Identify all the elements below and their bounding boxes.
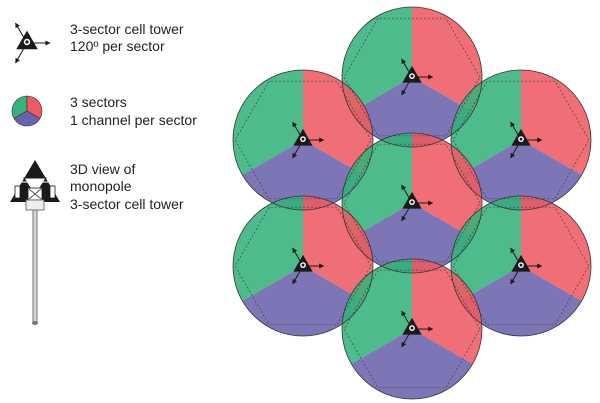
legend-sectors: 3 sectors 1 channel per sector [11, 94, 197, 128]
cell-tower-icon [292, 121, 325, 159]
cell-sector-green [342, 7, 412, 112]
cell-tower-icon [401, 184, 434, 222]
cell-tower-icon [510, 121, 543, 159]
cell-sector-red [303, 196, 373, 301]
legend-monopole: 3D view of monopole 3-sector cell tower [10, 160, 184, 325]
legend-monopole-line2: monopole [70, 178, 132, 194]
cell-sector-red [521, 196, 591, 301]
monopole-tower-icon [10, 160, 60, 325]
triangle-tower-icon [15, 22, 51, 64]
cell-sector-blue [460, 266, 582, 336]
cell-coverage-layout [232, 6, 592, 400]
legend-monopole-line3: 3-sector cell tower [70, 196, 184, 212]
cell-tower-icon [15, 22, 51, 64]
legend-sectors-line2: 1 channel per sector [70, 112, 197, 128]
cell-tower-icon [401, 310, 434, 348]
cell-outline [450, 69, 592, 211]
cell-sector-red [303, 70, 373, 175]
cell-outline [232, 195, 374, 337]
cell-outline [341, 132, 483, 274]
cell [233, 196, 373, 336]
cell-tower-icon [401, 58, 434, 96]
legend-tower-line1: 3-sector cell tower [70, 21, 184, 37]
legend-tower-line2: 120º per sector [70, 38, 165, 54]
cell-tower-icon [510, 247, 543, 285]
cell-outline [232, 69, 374, 211]
cell-sector-green [233, 196, 303, 301]
cell-sector-blue [351, 329, 473, 399]
cell-tower-icon [292, 247, 325, 285]
legend-monopole-line1: 3D view of [70, 161, 135, 177]
three-sector-circle-icon [11, 95, 43, 127]
cell-sector-blue [351, 203, 473, 273]
cell [233, 70, 373, 210]
cell-outline [341, 6, 483, 148]
cell-outline [450, 195, 592, 337]
cell-sector-red [412, 7, 482, 112]
legend-tower: 3-sector cell tower 120º per sector [15, 21, 184, 64]
cell-sector-green [233, 70, 303, 175]
cell [342, 7, 482, 147]
legend-sectors-line1: 3 sectors [70, 94, 127, 110]
cell-sector-red [412, 259, 482, 364]
sector-blue [13, 110, 41, 127]
cell-sector-blue [242, 140, 364, 210]
cell-sector-red [521, 70, 591, 175]
cell-sector-red [412, 133, 482, 238]
cell-sector-blue [351, 77, 473, 147]
cell-sector-blue [460, 140, 582, 210]
cell-sector-blue [242, 266, 364, 336]
cell-outline [341, 258, 483, 400]
